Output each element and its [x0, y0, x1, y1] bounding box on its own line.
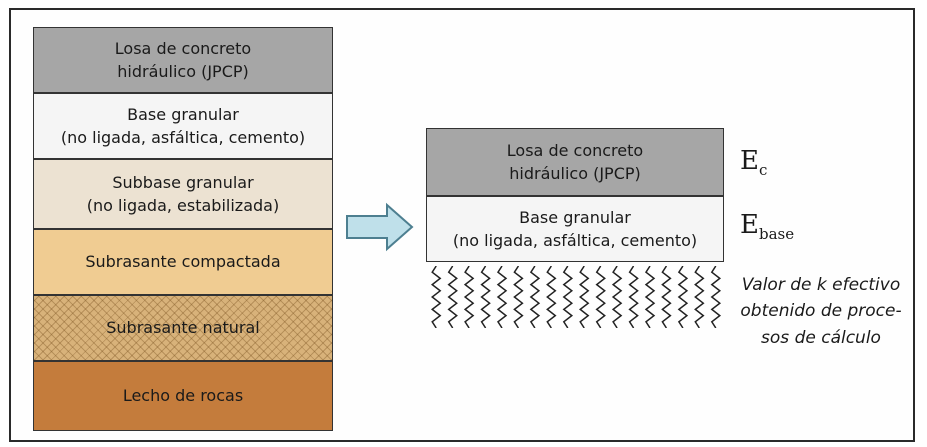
- modulus-symbol-ec: Ec: [740, 146, 767, 179]
- layer-label-line2: (no ligada, asfáltica, cemento): [452, 231, 698, 250]
- spring-icon: [710, 265, 722, 329]
- spring-icon: [595, 265, 606, 329]
- spring-icon: [546, 265, 557, 329]
- symbol-letter: E: [740, 146, 759, 176]
- layer-label-line1: Base granular: [519, 207, 631, 227]
- layer-label-line2: hidráulico (JPCP): [509, 164, 641, 183]
- layer-label-line2: hidráulico (JPCP): [117, 62, 249, 81]
- note-line1: Valor de k efectivo: [741, 275, 901, 295]
- spring-icon: [496, 265, 508, 329]
- symbol-subscript: c: [758, 161, 768, 179]
- spring-foundation: [428, 265, 724, 333]
- layer-base-granular: Base granular (no ligada, asfáltica, cem…: [33, 93, 333, 159]
- symbol-letter: E: [740, 210, 759, 240]
- spring-icon: [562, 265, 574, 329]
- layer-label-line1: Lecho de rocas: [122, 386, 244, 406]
- spring-icon: [430, 265, 442, 329]
- right-arrow-icon: [345, 202, 415, 257]
- spring-icon: [447, 265, 458, 329]
- layer-label-line1: Subbase granular: [112, 172, 254, 192]
- layer-lecho-rocas: Lecho de rocas: [33, 361, 333, 431]
- layer-losa-concreto: Losa de concreto hidráulico (JPCP): [33, 27, 333, 93]
- layer-subrasante-natural: Subrasante natural: [33, 295, 333, 361]
- symbol-subscript: base: [758, 225, 795, 243]
- spring-icon: [480, 265, 491, 329]
- spring-icon: [628, 265, 639, 329]
- layer-label-line2: (no ligada, estabilizada): [86, 196, 280, 215]
- layer-label-line1: Losa de concreto: [114, 38, 252, 58]
- layer-subbase-granular: Subbase granular (no ligada, estabilizad…: [33, 159, 333, 229]
- layer-label-line1: Subrasante natural: [106, 318, 260, 338]
- spring-icon: [611, 265, 623, 329]
- layer-label-line1: Subrasante compactada: [85, 252, 281, 272]
- spring-icon: [529, 265, 541, 329]
- model-layer-base: Base granular (no ligada, asfáltica, cem…: [426, 196, 724, 262]
- layer-label-line2: (no ligada, asfáltica, cemento): [60, 128, 306, 147]
- spring-icon: [463, 265, 475, 329]
- k-value-note: Valor de k efectivo obtenido de proce- s…: [728, 272, 914, 351]
- layer-subrasante-compactada: Subrasante compactada: [33, 229, 333, 295]
- model-layer-losa: Losa de concreto hidráulico (JPCP): [426, 128, 724, 196]
- note-line3: sos de cálculo: [761, 327, 881, 348]
- layer-label-line1: Base granular: [127, 104, 239, 124]
- modulus-symbol-ebase: Ebase: [740, 210, 794, 243]
- spring-icon: [578, 265, 590, 329]
- spring-icon: [677, 265, 689, 329]
- spring-icon: [694, 265, 705, 329]
- spring-icon: [513, 265, 524, 329]
- spring-icon: [644, 265, 656, 329]
- note-line2: obtenido de proce-: [740, 301, 902, 322]
- layer-label-line1: Losa de concreto: [506, 140, 644, 160]
- spring-icon: [661, 265, 672, 329]
